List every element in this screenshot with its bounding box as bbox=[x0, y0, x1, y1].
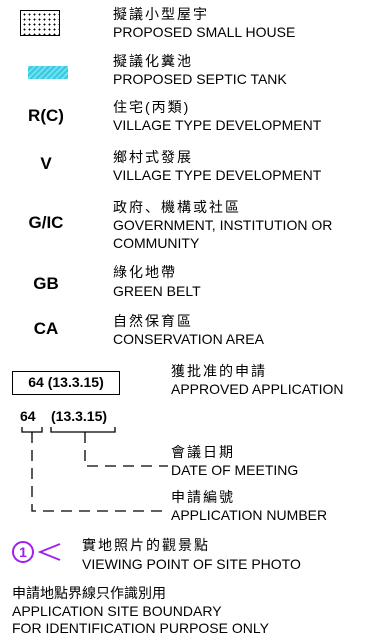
small-house-en: PROPOSED SMALL HOUSE bbox=[113, 24, 296, 40]
zone-gb-zh: 綠化地帶 bbox=[113, 264, 177, 280]
sample-meeting-date: (13.3.15) bbox=[51, 408, 108, 424]
viewpoint-arrow-icon bbox=[37, 543, 61, 561]
zone-ca-zh: 自然保育區 bbox=[113, 313, 193, 329]
zone-gic-zh: 政府、機構或社區 bbox=[113, 199, 241, 215]
viewpoint-zh: 實地照片的觀景點 bbox=[82, 537, 210, 553]
viewpoint-number: 1 bbox=[12, 541, 34, 563]
small-house-zh: 擬議小型屋宇 bbox=[113, 6, 209, 22]
zone-code-gb: GB bbox=[33, 274, 59, 293]
septic-tank-symbol bbox=[28, 66, 68, 79]
boundary-en-1: APPLICATION SITE BOUNDARY bbox=[12, 603, 222, 619]
zone-rc-zh: 住宅(丙類) bbox=[113, 99, 191, 115]
zone-code-ca: CA bbox=[33, 319, 59, 338]
application-number-en: APPLICATION NUMBER bbox=[171, 507, 328, 523]
septic-tank-zh: 擬議化糞池 bbox=[113, 53, 193, 69]
meeting-date-en: DATE OF MEETING bbox=[171, 462, 299, 478]
small-house-symbol bbox=[20, 10, 60, 36]
zone-v-en: VILLAGE TYPE DEVELOPMENT bbox=[113, 167, 322, 183]
zone-gic-en-2: COMMUNITY bbox=[113, 235, 200, 251]
viewpoint-en: VIEWING POINT OF SITE PHOTO bbox=[82, 556, 301, 572]
zone-gb-en: GREEN BELT bbox=[113, 283, 201, 299]
zone-v-zh: 鄉村式發展 bbox=[113, 149, 193, 165]
approved-application-en: APPROVED APPLICATION bbox=[171, 381, 344, 397]
boundary-zh: 申請地點界線只作識別用 bbox=[12, 585, 166, 601]
zone-gic-en-1: GOVERNMENT, INSTITUTION OR bbox=[113, 217, 333, 233]
zone-ca-en: CONSERVATION AREA bbox=[113, 331, 264, 347]
septic-tank-en: PROPOSED SEPTIC TANK bbox=[113, 71, 287, 87]
approved-application-zh: 獲批准的申請 bbox=[171, 363, 267, 379]
zone-rc-en: VILLAGE TYPE DEVELOPMENT bbox=[113, 117, 322, 133]
application-number-zh: 申請編號 bbox=[171, 489, 235, 505]
zone-code-gic: G/IC bbox=[28, 213, 64, 232]
boundary-en-2: FOR IDENTIFICATION PURPOSE ONLY bbox=[12, 620, 269, 636]
meeting-date-zh: 會議日期 bbox=[171, 444, 235, 460]
approved-application-label: 64 (13.3.15) bbox=[12, 371, 120, 395]
zone-code-rc: R(C) bbox=[28, 106, 64, 125]
sample-application-number: 64 bbox=[20, 408, 36, 424]
zone-code-v: V bbox=[40, 154, 52, 173]
